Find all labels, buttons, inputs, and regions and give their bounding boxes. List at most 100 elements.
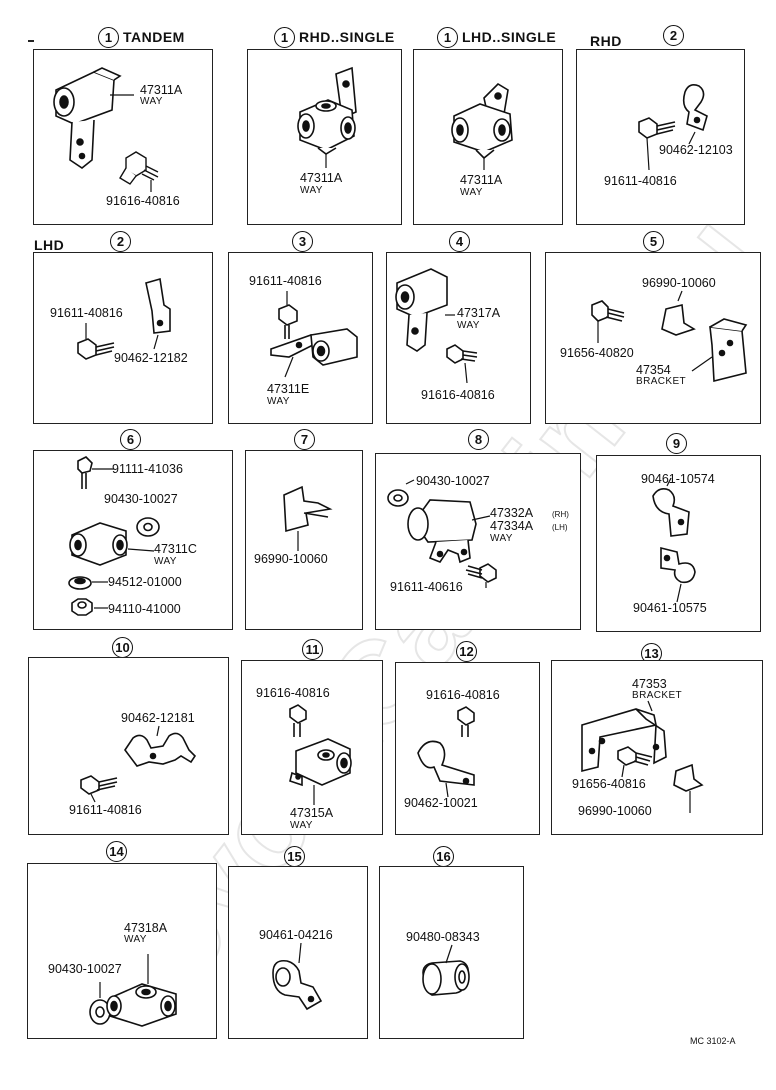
item-number-badge: 5 <box>643 230 664 252</box>
panel-subtitle: LHD..SINGLE <box>462 29 557 45</box>
part-number-label: 47317A <box>457 306 501 320</box>
item-number-badge: 11 <box>302 638 323 660</box>
panel-4-header: 4 <box>449 228 470 254</box>
panel-2-rhd-header: 2 <box>663 22 684 48</box>
item-number-badge: 3 <box>292 230 313 252</box>
way-fitting-with-flange-icon <box>289 704 352 805</box>
clamp-and-bolt-icon <box>417 706 475 798</box>
part-number-label: 90461-10575 <box>633 601 707 615</box>
part-number-label: 94512-01000 <box>108 575 182 589</box>
panel-14-header: 14 <box>106 838 127 864</box>
panel-11-header: 11 <box>302 636 323 662</box>
panel-2-rhd: 90462-12103 91611-40816 <box>576 49 745 225</box>
item-number-badge: 6 <box>120 428 141 450</box>
part-number-label: 47311E <box>267 382 310 396</box>
panel-1-rhd-single: 47311A WAY <box>247 49 402 225</box>
panel-12-header: 12 <box>456 638 477 664</box>
clip-icon <box>283 485 333 551</box>
part-number-label: 96990-10060 <box>578 804 652 818</box>
panel-10-header: 10 <box>112 634 133 660</box>
panel-10: 90462-12181 91611-40816 <box>28 657 229 835</box>
panel-6-header: 6 <box>120 426 141 452</box>
way-fitting-tandem-icon <box>53 67 159 192</box>
item-number-badge: 7 <box>294 428 315 450</box>
part-number-label: 91656-40820 <box>560 346 634 360</box>
item-number-badge: 1 <box>437 26 458 48</box>
part-note-label: BRACKET <box>636 376 687 387</box>
panel-6: 91111-41036 90430-10027 47311C WAY 94512… <box>33 450 233 630</box>
part-number-label: 47311A <box>460 173 503 187</box>
part-number-label: 90462-12181 <box>121 711 195 725</box>
grommet-icon <box>422 944 470 996</box>
item-number-badge: 2 <box>110 230 131 252</box>
double-clamp-icon <box>80 725 197 803</box>
part-number-label: 91611-40816 <box>604 174 677 188</box>
item-number-badge: 15 <box>284 845 305 867</box>
side-note-label: (RH) <box>552 510 569 519</box>
part-number-label: 91611-40816 <box>50 306 123 320</box>
part-number-label: 90461-04216 <box>259 928 333 942</box>
panel-13-header: 13 <box>641 640 662 666</box>
item-number-badge: 1 <box>274 26 295 48</box>
part-note-label: WAY <box>457 320 480 331</box>
part-number-label: 47315A <box>290 806 334 820</box>
item-number-badge: 12 <box>456 640 477 662</box>
panel-9: 90461-10574 90461-10575 <box>596 455 761 632</box>
part-number-label: 96990-10060 <box>642 276 716 290</box>
part-number-label: 90462-10021 <box>404 796 478 810</box>
way-fitting-single-icon <box>297 66 357 168</box>
part-number-label: 90430-10027 <box>416 474 490 488</box>
part-number-label: 94110-41000 <box>108 602 181 616</box>
part-number-label: 47334A <box>490 519 534 533</box>
panel-16: 90480-08343 <box>379 866 524 1039</box>
part-number-label: 47353 <box>632 677 667 691</box>
part-number-label: 91616-40816 <box>256 686 330 700</box>
item-number-badge: 10 <box>112 636 133 658</box>
way-fitting-with-flange-icon <box>270 291 358 378</box>
panel-1-tandem: 47311A WAY 91616-40816 <box>33 49 213 225</box>
clamp-pair-icon <box>652 477 696 603</box>
part-note-label: WAY <box>300 185 323 196</box>
panel-subtitle: RHD..SINGLE <box>299 29 395 45</box>
panel-13: 47353 BRACKET 91656-40816 96990-10060 <box>551 660 763 835</box>
way-fitting-bracket-icon <box>387 479 497 588</box>
panel-9-header: 9 <box>666 430 687 456</box>
panel-3-header: 3 <box>292 228 313 254</box>
part-number-label: 91611-40816 <box>69 803 142 817</box>
panel-subtitle: LHD <box>34 237 65 253</box>
panel-15-header: 15 <box>284 843 305 869</box>
part-number-label: 91616-40816 <box>426 688 500 702</box>
part-note-label: WAY <box>124 934 147 945</box>
panel-12: 91616-40816 90462-10021 <box>395 662 540 835</box>
panel-5: 96990-10060 91656-40820 47354 BRACKET <box>545 252 761 424</box>
part-number-label: 90462-12182 <box>114 351 188 365</box>
panel-2-lhd-subtitle-row: LHD <box>34 232 64 258</box>
bracket-clip-bolt-icon <box>581 700 704 813</box>
part-number-label: 47318A <box>124 921 168 935</box>
part-note-label: WAY <box>490 533 513 544</box>
panel-1-tandem-header: 1 TANDEM <box>98 24 185 50</box>
part-number-label: 90430-10027 <box>48 962 122 976</box>
way-fitting-assembly-icon <box>89 954 177 1027</box>
item-number-badge: 9 <box>666 432 687 454</box>
panel-1-lhd-single-header: 1 LHD..SINGLE <box>437 24 556 50</box>
part-number-label: 47354 <box>636 363 671 377</box>
part-note-label: WAY <box>154 556 177 567</box>
panel-7: 96990-10060 <box>245 450 363 630</box>
panel-8-header: 8 <box>468 426 489 452</box>
side-note-label: (LH) <box>552 523 568 532</box>
panel-3: 91611-40816 47311E WAY <box>228 252 373 424</box>
clamp-icon <box>272 942 323 1011</box>
panel-2-lhd-header: 2 <box>110 228 131 254</box>
item-number-badge: 4 <box>449 230 470 252</box>
part-note-label: BRACKET <box>632 690 683 701</box>
panel-8: 90430-10027 47332A (RH) 47334A (LH) WAY … <box>375 453 581 630</box>
part-number-label: 90430-10027 <box>104 492 178 506</box>
panel-2-rhd-subtitle-row: RHD <box>590 28 622 54</box>
part-number-label: 91111-41036 <box>112 462 183 476</box>
way-fitting-assembly-icon <box>68 456 160 616</box>
part-number-label: 91656-40816 <box>572 777 646 791</box>
part-number-label: 91616-40816 <box>106 194 180 208</box>
part-number-label: 90462-12103 <box>659 143 733 157</box>
part-note-label: WAY <box>267 396 290 407</box>
